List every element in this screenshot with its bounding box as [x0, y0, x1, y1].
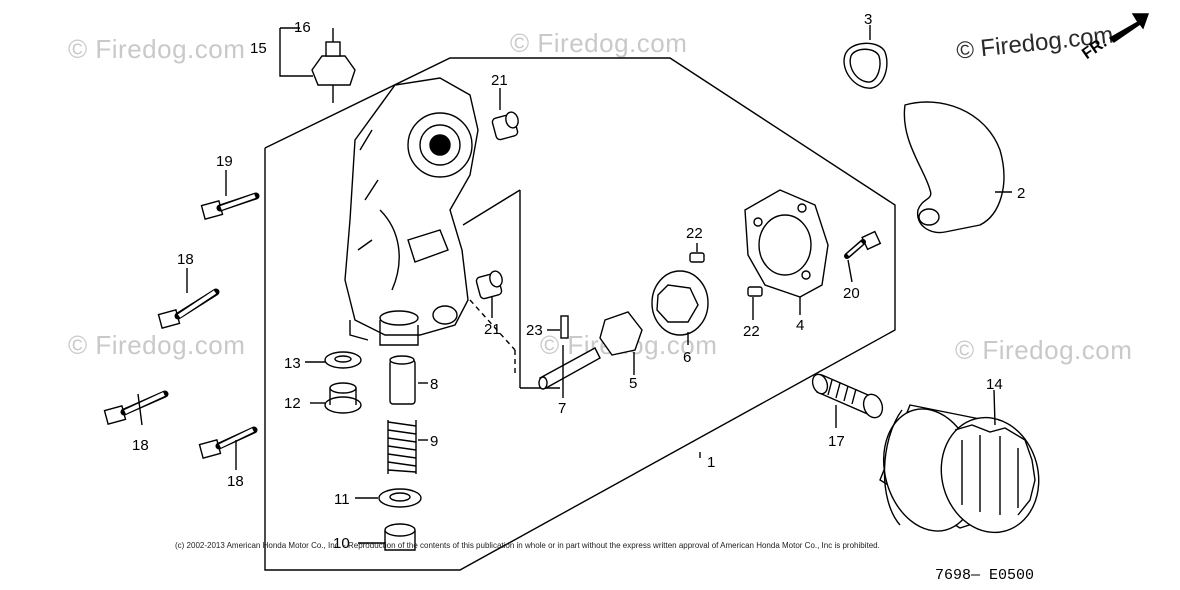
- callout-12: 12: [284, 395, 301, 412]
- callout-13: 13: [284, 355, 301, 372]
- callout-8: 8: [430, 376, 438, 393]
- callout-21: 21: [484, 321, 501, 338]
- callout-10: 10: [333, 535, 350, 552]
- pump-cover-drawing: [744, 189, 829, 298]
- callout-22: 22: [743, 323, 760, 340]
- callout-15: 15: [250, 40, 267, 57]
- dowel-collar-drawing: [475, 111, 519, 300]
- callout-18: 18: [177, 251, 194, 268]
- copyright-notice: (c) 2002-2013 American Honda Motor Co., …: [175, 541, 880, 550]
- callout-20: 20: [843, 285, 860, 302]
- callout-7: 7: [558, 400, 566, 417]
- callout-2: 2: [1017, 185, 1025, 202]
- oil-filter-drawing: [879, 404, 1040, 534]
- callout-4: 4: [796, 317, 804, 334]
- bolt-19-drawing: [200, 192, 260, 220]
- callout-23: 23: [526, 322, 543, 339]
- callout-18: 18: [227, 473, 244, 490]
- callout-5: 5: [629, 375, 637, 392]
- callout-14: 14: [986, 376, 1003, 393]
- watermark: © Firedog.com: [510, 28, 688, 58]
- callout-17: 17: [828, 433, 845, 450]
- callout-6: 6: [683, 349, 691, 366]
- callout-1: 1: [707, 454, 715, 471]
- callout-21: 21: [491, 72, 508, 89]
- oil-pressure-switch-drawing: [311, 28, 356, 103]
- watermark: © Firedog.com: [68, 34, 246, 64]
- diagram-code: 7698— E0500: [935, 567, 1035, 584]
- callout-22: 22: [686, 225, 703, 242]
- callout-9: 9: [430, 433, 438, 450]
- watermark: © Firedog.com: [68, 330, 246, 360]
- oil-pump-body-drawing: [344, 77, 560, 389]
- callout-3: 3: [864, 11, 872, 28]
- assembly-boundary: [264, 57, 896, 571]
- callout-16: 16: [294, 19, 311, 36]
- callout-19: 19: [216, 153, 233, 170]
- watermark: © Firedog.com: [955, 335, 1133, 365]
- callout-11: 11: [334, 491, 350, 508]
- callout-18: 18: [132, 437, 149, 454]
- bolt-18-drawing: [103, 288, 258, 459]
